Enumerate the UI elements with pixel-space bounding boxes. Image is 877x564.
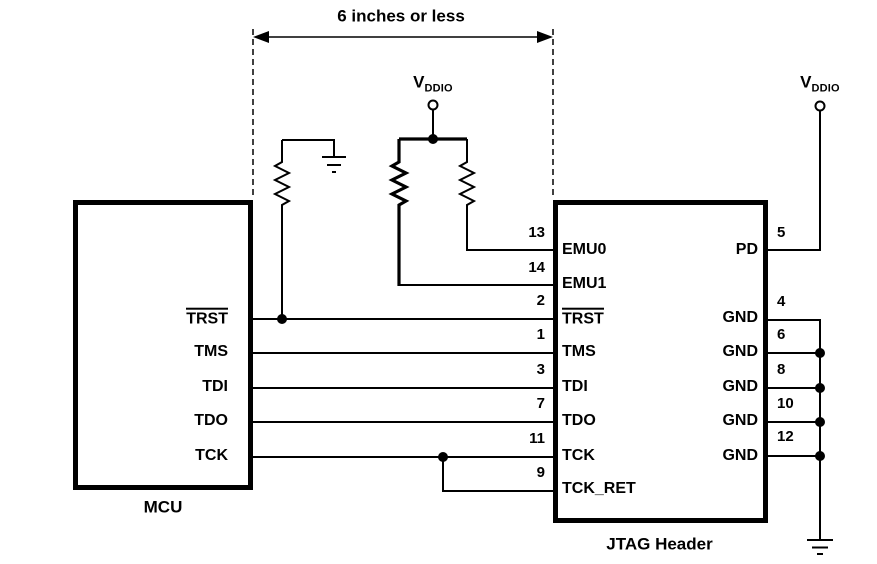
vddio-right-label: VDDIO <box>780 72 860 95</box>
trst-label: TRST <box>562 307 604 329</box>
vddio-left-label: VDDIO <box>393 72 473 95</box>
tck-ret-wire <box>442 457 555 492</box>
vddio-left-terminal <box>399 99 467 144</box>
resistor-zigzag-icon <box>272 140 292 319</box>
ground-arm-wire <box>282 139 335 157</box>
pin-number-1: 1 <box>536 325 545 343</box>
pin-number-14: 14 <box>528 258 545 276</box>
pin-number-2: 2 <box>536 291 545 309</box>
emu0-pullup-resistor <box>457 139 555 251</box>
trst-label: TRST <box>186 307 228 329</box>
mcu-pin-tck: TCK <box>195 447 228 465</box>
junction-dot <box>815 348 825 358</box>
mcu-caption: MCU <box>143 497 183 517</box>
supply-terminal-icon <box>427 99 439 111</box>
trst-pulldown-resistor <box>272 139 346 324</box>
arrowhead-right-icon <box>537 31 553 43</box>
jtag-pin-tck-ret: TCK_RET <box>562 480 636 498</box>
junction-dot <box>815 417 825 427</box>
mcu-block-outline <box>73 200 253 490</box>
jtag-pin-gnd10: GND <box>722 412 758 430</box>
resistor-zigzag-icon <box>388 139 410 286</box>
jtag-pin-gnd12: GND <box>722 447 758 465</box>
mcu-pin-trst: TRST <box>120 307 228 329</box>
jtag-caption: JTAG Header <box>606 534 713 554</box>
jtag-pin-gnd8: GND <box>722 378 758 396</box>
pin-number-6: 6 <box>777 325 786 343</box>
mcu-pin-tms: TMS <box>194 343 228 361</box>
supply-terminal-icon <box>814 100 826 112</box>
junction-dot <box>438 452 448 462</box>
pin-number-8: 8 <box>777 360 786 378</box>
jtag-pin-tdo: TDO <box>562 412 596 430</box>
gnd-bus <box>766 319 833 555</box>
jtag-pin-emu1: EMU1 <box>562 275 607 293</box>
vddio-main: V <box>800 72 812 92</box>
pin-number-12: 12 <box>777 427 794 445</box>
vddio-sub: DDIO <box>424 82 453 95</box>
jtag-pin-emu0: EMU0 <box>562 241 607 259</box>
gnd4-wire <box>766 319 821 540</box>
signal-wires <box>253 318 555 492</box>
jtag-pin-pd: PD <box>735 241 758 259</box>
jtag-header-block-outline <box>553 200 768 523</box>
pin-number-5: 5 <box>777 223 786 241</box>
jtag-pin-tdi: TDI <box>562 378 588 396</box>
junction-dot <box>815 451 825 461</box>
jtag-pin-tck: TCK <box>562 447 595 465</box>
mcu-pin-tdo: TDO <box>194 412 228 430</box>
pin-number-10: 10 <box>777 394 794 412</box>
vddio-main: V <box>413 72 425 92</box>
dimension-label: 6 inches or less <box>337 6 465 26</box>
pin-number-7: 7 <box>536 394 545 412</box>
vddio-sub: DDIO <box>811 82 840 95</box>
junction-dot <box>277 314 287 324</box>
ground-symbol-icon <box>807 539 833 555</box>
jtag-pin-gnd4: GND <box>722 309 758 327</box>
pin-number-13: 13 <box>528 223 545 241</box>
pin-number-11: 11 <box>529 429 545 447</box>
vddio-right-terminal <box>766 100 826 251</box>
pin-number-9: 9 <box>536 463 545 481</box>
pd-wire <box>766 110 821 251</box>
jtag-pin-trst: TRST <box>562 307 604 329</box>
jtag-pin-tms: TMS <box>562 343 596 361</box>
jtag-pin-gnd6: GND <box>722 343 758 361</box>
pin-number-4: 4 <box>777 292 786 310</box>
resistor-zigzag-icon <box>457 139 555 251</box>
ground-symbol-icon <box>322 156 346 173</box>
mcu-pin-tdi: TDI <box>202 378 228 396</box>
arrowhead-left-icon <box>253 31 269 43</box>
dimension-arrow <box>253 31 553 43</box>
pin-number-3: 3 <box>536 360 545 378</box>
junction-dot <box>815 383 825 393</box>
emu1-pullup-resistor <box>388 139 555 286</box>
